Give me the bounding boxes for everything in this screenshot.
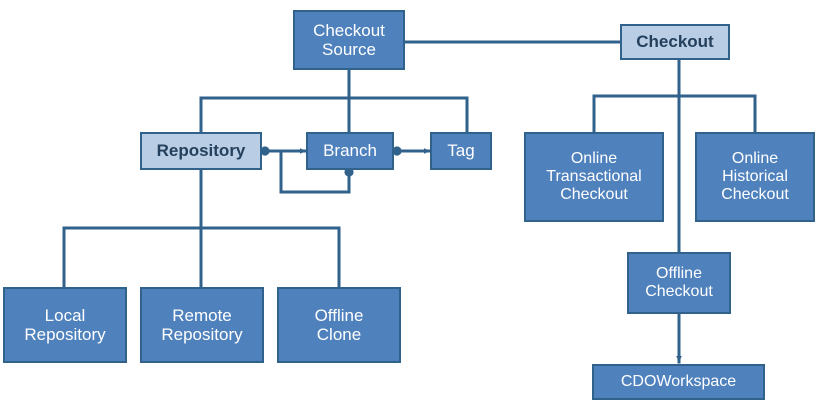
node-offline-clone[interactable]: Offline Clone [277,287,401,363]
node-tag[interactable]: Tag [430,132,492,170]
node-branch-label: Branch [323,141,377,161]
connector-dot-branch-right [392,146,402,156]
node-remote-repository[interactable]: Remote Repository [140,287,264,363]
node-cdoworkspace-label: CDOWorkspace [620,373,737,391]
node-repository-label: Repository [156,141,246,161]
node-tag-label: Tag [447,141,475,161]
connector-dot-repository-right [260,146,270,156]
node-branch[interactable]: Branch [306,132,394,170]
node-online-historical-checkout[interactable]: Online Historical Checkout [695,132,815,222]
node-online-transactional-checkout-label: Online Transactional Checkout [546,150,642,203]
node-local-repository-label: Local Repository [24,305,106,344]
node-repository[interactable]: Repository [140,132,262,170]
node-online-transactional-checkout[interactable]: Online Transactional Checkout [524,132,664,222]
node-local-repository[interactable]: Local Repository [3,287,127,363]
edge-branch-self-loop [279,149,351,194]
node-offline-checkout[interactable]: Offline Checkout [627,252,731,314]
node-checkout-source-label: Checkout Source [313,20,385,59]
node-cdoworkspace[interactable]: CDOWorkspace [592,364,765,400]
node-offline-clone-label: Offline Clone [314,305,364,344]
node-remote-repository-label: Remote Repository [161,305,243,344]
node-checkout[interactable]: Checkout [620,24,730,60]
node-checkout-source[interactable]: Checkout Source [293,10,405,70]
node-checkout-label: Checkout [636,32,714,52]
node-offline-checkout-label: Offline Checkout [645,265,713,300]
node-online-historical-checkout-label: Online Historical Checkout [721,150,789,203]
